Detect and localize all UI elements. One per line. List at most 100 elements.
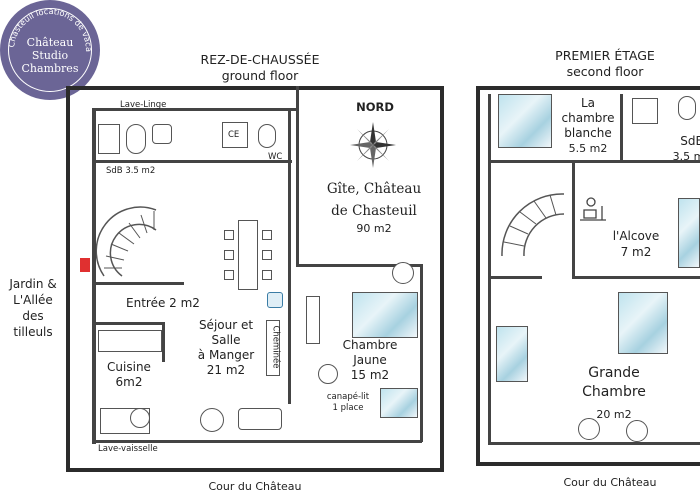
toilet-fixture [678,96,696,120]
armchair-icon [578,418,600,440]
desk-icon [580,197,606,221]
chair-icon [224,270,234,280]
chair-icon [224,250,234,260]
wall-cuisine-top [94,322,164,325]
alcove-label: l'Alcove 7 m2 [604,228,668,260]
wall-bath-bottom [92,160,292,163]
kitchen-counter [98,330,162,352]
wall-living-right [288,108,291,404]
cuisine-label: Cuisine 6m2 [100,360,158,390]
grande-line-3: 20 m2 [596,408,632,421]
jardin-line-1: Jardin & [9,277,57,291]
gite-title-line-2: de Chasteuil [331,203,417,219]
fireplace [266,320,280,376]
blanche-line-4: 5.5 m2 [568,142,608,155]
sejour-line-4: 21 m2 [206,363,246,377]
wall-chambre-right [420,264,423,442]
sdb-label: SdB 3.5 m2 [106,166,156,176]
entree-label: Entrée 2 m2 [126,296,200,310]
ground-cour-label: Cour du Château [208,480,302,493]
staircase-icon [96,206,157,277]
first-cour-label: Cour du Château [563,476,657,489]
dining-table [238,220,258,290]
wardrobe [306,296,320,344]
compass-rose-icon [350,122,396,168]
wall-right [440,86,444,472]
wall-alcove-left [572,160,575,278]
wall-sdb-left [620,94,623,160]
wall-entree-bottom [94,282,184,285]
washing-machine-fixture [126,124,146,154]
sejour-label: Séjour et Salle à Manger 21 m2 [186,318,266,378]
blanche-line-2: chambre [561,111,615,125]
chambre-blanche-label: La chambre blanche 5.5 m2 [556,96,620,156]
chambre-jaune-line-3: 15 m2 [350,368,390,382]
sofa-bed [380,388,418,418]
badge-line-2: Studio [31,49,69,62]
gite-area: 90 m2 [356,222,392,235]
gite-title: Gîte, Château de Chasteuil [312,178,436,222]
chair-icon [262,230,272,240]
alcove-line-2: 7 m2 [620,245,652,259]
wall-alcove-bottom [572,276,700,279]
armchair-icon [318,364,338,384]
wall-blanche-bottom [490,160,700,163]
wall-nord-left [296,86,299,266]
grande-line-1: Grande [588,365,640,381]
ce-box [222,122,248,148]
chair-icon [262,250,272,260]
canape-line-2: 1 place [332,403,364,413]
logo-badge: Chasteuil locations de vacances Château … [0,0,100,100]
jardin-label: Jardin & L'Allée des tilleuls [4,276,62,340]
wall-cuisine-right [162,322,165,362]
wall-inner-left [488,94,491,444]
gite-title-line-1: Gîte, Château [326,181,422,197]
cheminee-label: Cheminée [270,325,281,369]
alcove-line-1: l'Alcove [612,229,660,243]
wall-left [476,86,480,466]
chambre-jaune-line-1: Chambre [342,338,398,352]
fire-extinguisher-icon [80,258,90,272]
canape-line-1: canapé-lit [326,392,370,402]
shower-fixture [98,124,120,154]
lave-vaisselle-label: Lave-vaisselle [98,444,158,454]
jardin-line-2: L'Allée [13,293,53,307]
wall-inner-bottom [92,440,422,443]
badge-title: Château Studio Chambres [0,36,100,75]
bed-grande [618,292,668,354]
chambre-jaune-line-2: Jaune [353,353,387,367]
ground-floor-subtitle: ground floor [221,68,299,83]
chair-icon [224,230,234,240]
shower-fixture [632,98,658,124]
wall-inner-top [92,108,296,111]
dishwasher-fixture [130,408,150,428]
ce-label: CE [228,130,240,140]
sdb-first-line-1: SdB [680,134,700,148]
armchair-icon [392,262,414,284]
blanche-line-3: blanche [564,126,612,140]
nord-label: NORD [356,100,394,114]
sejour-line-3: à Manger [197,348,255,362]
bed-double [352,292,418,338]
chambre-jaune-label: Chambre Jaune 15 m2 [330,338,410,383]
sejour-line-1: Séjour et [198,318,254,332]
wall-chambre-top [296,264,422,267]
bed-single [496,326,528,382]
armchair-icon [200,408,224,432]
wall-left [66,86,70,472]
bed-blanche [498,94,552,148]
wall-inner-left [92,108,96,444]
armchair-icon [626,420,648,442]
wc-label: WC [268,152,283,162]
staircase-icon [501,193,565,257]
wall-stair-bottom [490,276,542,279]
bed-alcove [678,198,700,268]
badge-line-1: Château [26,36,74,49]
wall-inner-bottom [488,442,700,445]
jardin-line-3: des [22,309,44,323]
wall-bottom [66,468,444,472]
blanche-line-1: La [580,96,596,110]
tv-icon [267,292,283,308]
wall-bottom [476,462,700,466]
sdb-first-line-2: 3.5 m2 [672,150,700,163]
